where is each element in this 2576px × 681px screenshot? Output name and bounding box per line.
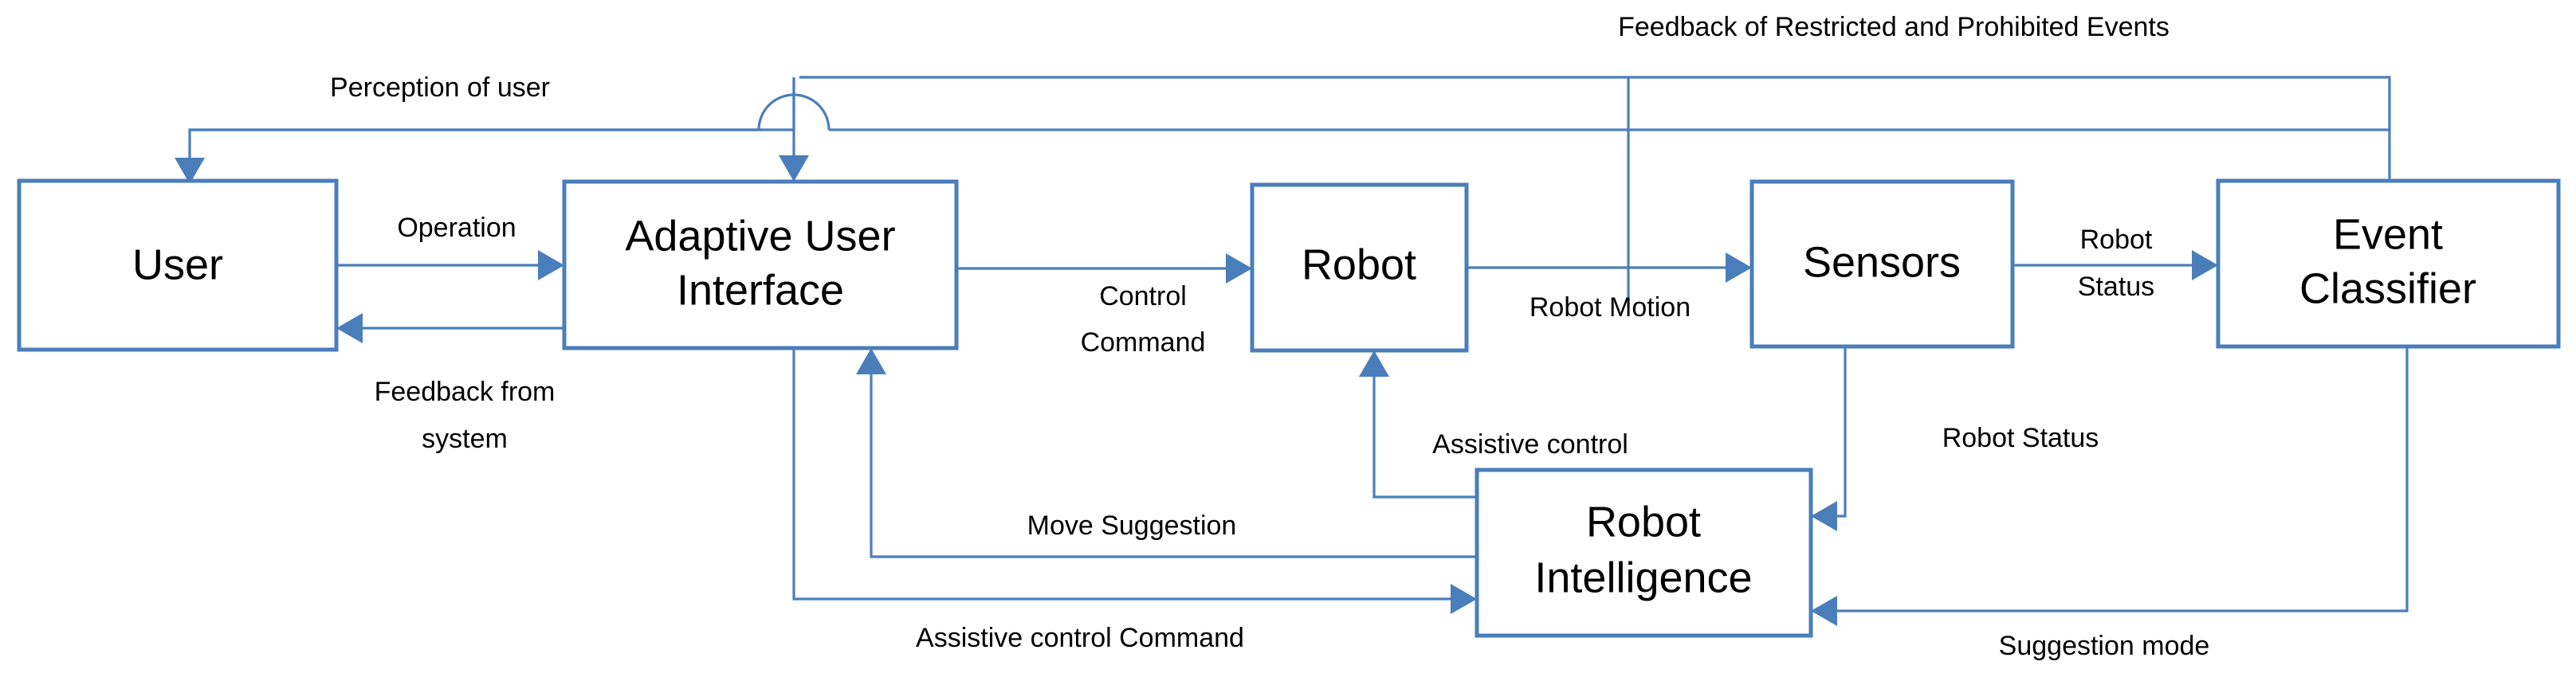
node-robotintel-label-line1: Robot (1586, 498, 1701, 546)
edge-label-operation: Operation (397, 213, 516, 243)
edge-label-feedback-from-system-line1: Feedback from (375, 377, 556, 407)
connector-robotintel-to-aui (856, 348, 1477, 558)
connector-aui-to-robotintel (792, 348, 1477, 614)
edge-label-feedback-from-system-line2: system (422, 424, 508, 454)
arrowhead-into-aui-bottom (856, 348, 886, 374)
node-classifier-label-line2: Classifier (2299, 264, 2476, 312)
node-robotintel-label-line2: Intelligence (1534, 554, 1752, 601)
arrowhead-into-user-right (336, 313, 363, 343)
arrowhead-into-robotintel-left (1451, 584, 1477, 614)
connector-sensors-to-robotintel (1811, 346, 1847, 531)
arrowhead-into-user (175, 158, 205, 184)
node-sensors[interactable]: Sensors (1749, 179, 2015, 349)
connector-aui-to-robot (956, 253, 1252, 284)
edge-label-robot-motion: Robot Motion (1530, 292, 1690, 323)
connector-classifier-to-robotintel (1811, 346, 2409, 626)
edge-label-robot-status-right: Robot Status (1942, 423, 2099, 453)
node-robot[interactable]: Robot (1250, 182, 1469, 353)
arrowhead-into-robotintel-right-bottom (1811, 596, 1837, 626)
node-robot-label: Robot (1302, 241, 1416, 288)
node-aui-label-line2: Interface (677, 266, 844, 314)
edge-label-move-suggestion: Move Suggestion (1027, 511, 1237, 541)
arrowhead-into-aui-top (779, 155, 809, 182)
connector-perception-horizontal (190, 93, 2389, 131)
node-event-classifier[interactable]: Event Classifier (2216, 178, 2561, 349)
connector-user-to-aui (336, 250, 564, 280)
arrowhead-into-sensors-left (1726, 252, 1752, 283)
edge-label-assistive-control-command: Assistive control Command (916, 623, 1244, 653)
node-classifier-label-line1: Event (2333, 210, 2443, 258)
arrowhead-into-robot-left (1226, 253, 1252, 284)
connector-sensors-to-classifier (2012, 250, 2218, 280)
connector-robotintel-to-robot (1359, 350, 1477, 499)
node-adaptive-user-interface[interactable]: Adaptive User Interface (562, 179, 959, 350)
node-sensors-label: Sensors (1803, 238, 1961, 286)
edge-label-assistive-control: Assistive control (1432, 429, 1628, 460)
edge-label-robot-status-top-line2: Status (2078, 272, 2154, 302)
edge-label-feedback-restricted-prohibited: Feedback of Restricted and Prohibited Ev… (1618, 12, 2170, 42)
edge-label-control-command-line2: Command (1081, 327, 1206, 358)
edge-label-suggestion-mode: Suggestion mode (1999, 631, 2210, 661)
node-aui-label-line1: Adaptive User (625, 212, 895, 260)
connector-robot-to-sensors (1467, 252, 1752, 283)
edge-label-control-command-line1: Control (1099, 281, 1187, 311)
arrowhead-into-classifier-left (2192, 250, 2218, 280)
node-robot-intelligence[interactable]: Robot Intelligence (1475, 468, 1813, 638)
arrowhead-into-robot-bottom (1359, 350, 1389, 377)
arrowhead-into-aui-left (538, 250, 564, 280)
node-user-label: User (132, 241, 223, 288)
node-user[interactable]: User (17, 178, 339, 352)
edge-label-robot-status-top-line1: Robot (2080, 225, 2153, 255)
connector-sensors-to-aui (779, 77, 1630, 307)
arrowhead-into-robotintel-right-top (1811, 501, 1837, 531)
edge-label-perception-of-user: Perception of user (330, 72, 550, 103)
connector-aui-to-user (336, 313, 564, 343)
